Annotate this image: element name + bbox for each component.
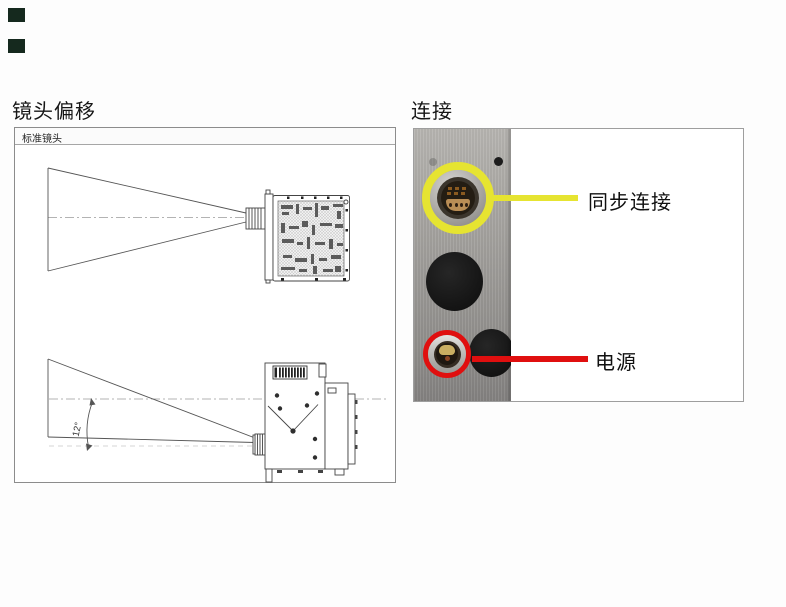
corner-mark xyxy=(8,8,25,22)
lens-tab-row: 标准镜头 xyxy=(15,128,395,145)
angle-annotation: 12° xyxy=(71,398,96,451)
power-callout-line xyxy=(472,356,588,362)
angle-label: 12° xyxy=(71,421,85,438)
mount-plate-top xyxy=(264,193,274,281)
power-connector-pins xyxy=(436,343,458,365)
vent-texture xyxy=(281,203,343,274)
lens-barrel-top xyxy=(245,207,266,230)
tab-standard-lens: 标准镜头 xyxy=(22,134,62,145)
connector-panel-photo xyxy=(414,129,511,401)
screw-hole xyxy=(429,158,437,166)
corner-mark xyxy=(8,39,25,53)
projector-side-view xyxy=(252,362,358,483)
sync-connector-highlight-ring xyxy=(422,162,494,234)
side-view-diagram: 12° xyxy=(47,358,387,483)
side-vent xyxy=(272,365,308,380)
blank-connector-cover xyxy=(469,329,511,377)
power-callout-label: 电源 xyxy=(595,352,637,374)
screw-dots xyxy=(274,391,320,460)
sync-pin-row xyxy=(446,199,470,211)
sync-callout-label: 同步连接 xyxy=(588,192,672,214)
cone-bottom-edge xyxy=(47,436,256,443)
cone-top-edge xyxy=(47,167,247,214)
screw-hole xyxy=(494,157,503,166)
cone-top-edge xyxy=(47,358,256,439)
cone-bottom-edge xyxy=(47,221,247,272)
connections-panel: 同步连接 电源 xyxy=(413,128,744,402)
power-connector xyxy=(428,335,466,373)
projector-top-view xyxy=(272,195,350,282)
top-view-diagram xyxy=(47,167,350,284)
sync-callout-line xyxy=(492,195,578,201)
lens-barrel-side xyxy=(252,433,266,456)
power-connector-highlight-ring xyxy=(423,330,471,378)
panel-edge-shadow xyxy=(506,129,511,401)
sync-connector xyxy=(430,170,486,226)
sync-connector-pins xyxy=(441,181,475,215)
lens-shift-panel: 标准镜头 xyxy=(14,127,396,483)
connections-title: 连接 xyxy=(411,101,453,123)
lens-shift-title: 镜头偏移 xyxy=(12,101,96,123)
lens-shift-diagram: 12° xyxy=(47,167,387,483)
blank-connector-cover xyxy=(426,252,483,311)
